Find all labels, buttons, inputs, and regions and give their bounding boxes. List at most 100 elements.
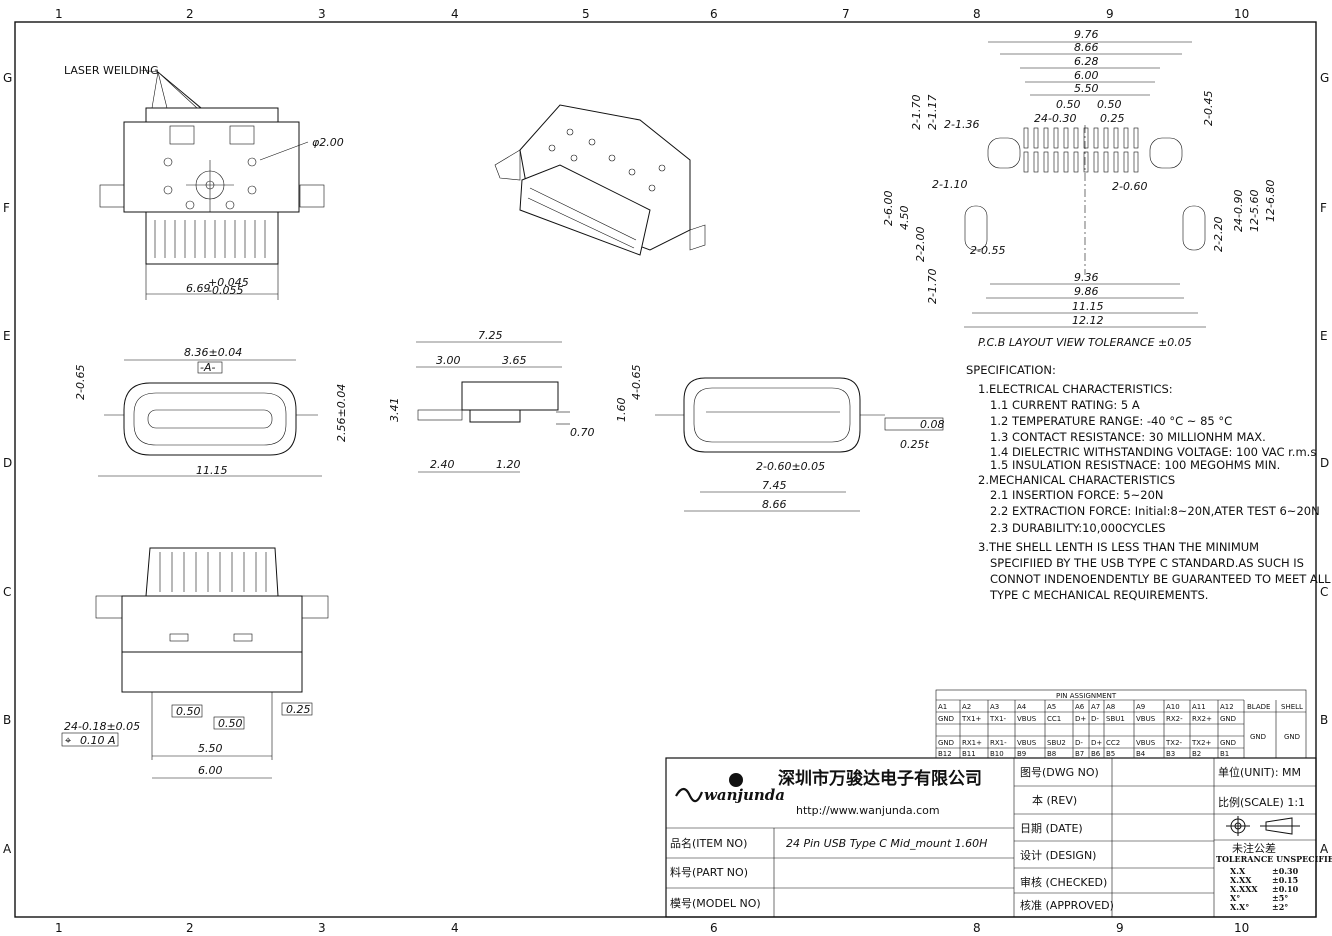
svg-text:3: 3: [318, 7, 326, 21]
svg-text:0.25: 0.25: [1100, 112, 1125, 125]
svg-text:5.50: 5.50: [1074, 82, 1099, 95]
svg-text:2-1.70: 2-1.70: [910, 95, 923, 130]
specification: SPECIFICATION: 1.ELECTRICAL CHARACTERIST…: [966, 363, 1331, 602]
svg-text:wanjunda: wanjunda: [704, 786, 785, 804]
pin-cell: GND: [938, 739, 954, 747]
svg-text:2-1.36: 2-1.36: [944, 118, 979, 131]
pad-row-top: [1023, 127, 1139, 149]
pin-cell: A6: [1075, 703, 1085, 711]
svg-text:TYPE C MECHANICAL REQUIREMEN: TYPE C MECHANICAL REQUIREMENTS.: [989, 588, 1208, 602]
svg-text:8.66: 8.66: [762, 498, 787, 511]
svg-text:比例(SCALE) 1:1: 比例(SCALE) 1:1: [1218, 795, 1305, 809]
pcb-layout: 9.76 8.66 6.28 6.00 5.50 0.50 0.50 24-0.…: [882, 28, 1277, 349]
svg-text:8.66: 8.66: [1074, 41, 1099, 54]
pin-cell: RX1+: [962, 739, 982, 747]
svg-text:8.36±0.04: 8.36±0.04: [184, 346, 242, 359]
svg-text:9: 9: [1106, 7, 1114, 21]
pin-cell: B9: [1017, 750, 1026, 758]
svg-text:3.00: 3.00: [436, 354, 461, 367]
svg-text:9: 9: [1116, 921, 1124, 935]
svg-text:6.28: 6.28: [1074, 55, 1099, 68]
pin-cell: B5: [1106, 750, 1115, 758]
svg-text:7: 7: [842, 7, 850, 21]
svg-text:-0.055: -0.055: [208, 284, 243, 297]
svg-text:3.THE SHELL LENTH IS LESS THAN: 3.THE SHELL LENTH IS LESS THAN THE MINIM…: [978, 540, 1259, 554]
svg-text:3.41: 3.41: [388, 398, 401, 423]
pin-cell: TX1-: [989, 715, 1007, 723]
svg-text:24-0.18±0.05: 24-0.18±0.05: [64, 720, 140, 733]
company-url: http://www.wanjunda.com: [796, 804, 940, 817]
tolerance-key: X.XXX: [1230, 884, 1258, 894]
svg-text:料号(PART NO): 料号(PART NO): [670, 865, 748, 879]
svg-text:0.70: 0.70: [570, 426, 595, 439]
svg-text:6.69: 6.69: [186, 282, 211, 295]
svg-text:2.56±0.04: 2.56±0.04: [335, 384, 348, 442]
pin-cell: VBUS: [1136, 739, 1156, 747]
svg-text:GND: GND: [1250, 733, 1266, 741]
svg-text:0.50: 0.50: [176, 705, 201, 718]
svg-text:2-0.60: 2-0.60: [1112, 180, 1147, 193]
pin-cell: A7: [1091, 703, 1100, 711]
pin-cell: A3: [990, 703, 999, 711]
svg-text:24-0.90: 24-0.90: [1232, 190, 1245, 232]
svg-text:TOLERANCE UNSPECIFIED: TOLERANCE UNSPECIFIED: [1216, 854, 1332, 864]
svg-text:图号(DWG NO): 图号(DWG NO): [1020, 766, 1099, 779]
tolerance-key: X.X°: [1230, 902, 1249, 912]
pin-cell: B6: [1091, 750, 1101, 758]
svg-text:本 (REV): 本 (REV): [1032, 793, 1077, 807]
svg-text:9.76: 9.76: [1074, 28, 1099, 41]
svg-text:审核 (CHECKED): 审核 (CHECKED): [1020, 875, 1107, 889]
svg-text:SPECIFICATION:: SPECIFICATION:: [966, 363, 1056, 377]
svg-text:1: 1: [55, 921, 63, 935]
zone-columns-top: 1 2 3 4 5 6 7 8 9 10: [55, 7, 1249, 21]
pin-cell: A2: [962, 703, 971, 711]
svg-text:PIN ASSIGNMENT: PIN ASSIGNMENT: [1056, 692, 1117, 700]
svg-text:4: 4: [451, 7, 459, 21]
svg-text:1.4 DIELECTRIC WITHSTANDING V: 1.4 DIELECTRIC WITHSTANDING VOLTAGE: 100…: [990, 445, 1316, 459]
svg-text:8: 8: [973, 921, 981, 935]
svg-text:模号(MODEL NO): 模号(MODEL NO): [670, 897, 761, 910]
svg-text:2-2.00: 2-2.00: [914, 227, 927, 262]
pin-cell: A9: [1136, 703, 1145, 711]
svg-text:2-2.20: 2-2.20: [1212, 217, 1225, 252]
tolerance-key: X.X: [1230, 866, 1246, 876]
svg-text:+0.045: +0.045: [208, 276, 249, 289]
svg-text:0.50: 0.50: [218, 717, 243, 730]
pin-cell: B3: [1166, 750, 1175, 758]
svg-text:4: 4: [451, 921, 459, 935]
svg-text:24 Pin USB Type C Mid_mount 1.: 24 Pin USB Type C Mid_mount 1.60H: [786, 837, 987, 850]
pin-cell: CC1: [1047, 715, 1061, 723]
svg-text:-A-: -A-: [200, 361, 215, 374]
svg-text:5: 5: [582, 7, 590, 21]
pin-cell: TX1+: [961, 715, 982, 723]
pad-row-bottom: [1023, 151, 1139, 173]
zone-rows-right: G F E D C B A: [1320, 71, 1329, 856]
svg-text:2.2 EXTRACTION FORCE: Initial: 2.2 EXTRACTION FORCE: Initial:8~20N,ATER…: [990, 504, 1320, 518]
svg-text:日期 (DATE): 日期 (DATE): [1020, 822, 1083, 835]
bottom-view: 0.50 0.50 0.25 24-0.18±0.05 ⌖ 0.10 A 5.5…: [61, 547, 329, 779]
svg-text:0.08: 0.08: [920, 418, 945, 431]
side-view: 7.25 3.00 3.65 3.41 0.70 2.40 1.20: [388, 329, 595, 473]
svg-text:1.20: 1.20: [496, 458, 521, 471]
pin-cell: D+: [1091, 739, 1102, 747]
svg-text:2-6.00: 2-6.00: [882, 191, 895, 226]
svg-text:11.15: 11.15: [196, 464, 228, 477]
rear-view: 1.60 4-0.65 0.08 0.25t 2-0.60±0.05 7.45 …: [615, 365, 945, 512]
pin-cell: B7: [1075, 750, 1084, 758]
pin-cell: B11: [962, 750, 976, 758]
svg-text:2-1.10: 2-1.10: [932, 178, 967, 191]
tolerance-value: ±0.30: [1272, 866, 1299, 876]
pin-cell: CC2: [1106, 739, 1120, 747]
pin-cell: B8: [1047, 750, 1056, 758]
svg-text:9.36: 9.36: [1074, 271, 1099, 284]
pin-cell: B2: [1192, 750, 1201, 758]
pin-cell: RX2+: [1192, 715, 1212, 723]
svg-text:2-0.65: 2-0.65: [74, 365, 87, 400]
svg-text:1.ELECTRICAL CHARACTERISTICS:: 1.ELECTRICAL CHARACTERISTICS:: [978, 382, 1173, 396]
pin-cell: B10: [990, 750, 1004, 758]
svg-text:F: F: [1320, 201, 1327, 215]
pin-cell: GND: [1220, 715, 1236, 723]
pin-cell: B1: [1220, 750, 1229, 758]
pin-cell: GND: [1220, 739, 1236, 747]
